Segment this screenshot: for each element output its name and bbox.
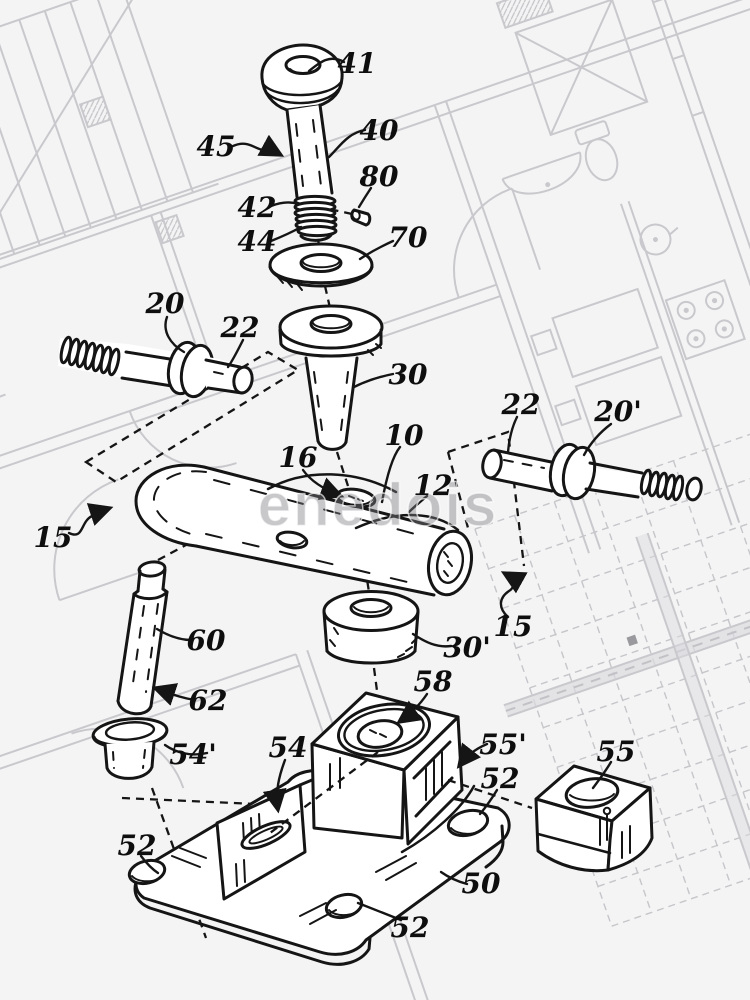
axle-right <box>481 442 703 502</box>
bushing-top <box>278 304 384 451</box>
bushing-cube <box>534 764 654 873</box>
construction-lines-front <box>269 751 533 834</box>
floorplan-bathroom <box>128 0 649 469</box>
leader-lines <box>67 57 613 922</box>
pivot-cup <box>91 717 169 780</box>
floorplan-stairs <box>0 0 219 273</box>
retainer-pin <box>350 208 372 227</box>
floorplan-kitchen <box>529 200 746 526</box>
baseplate <box>127 691 511 966</box>
kingpin-bolt <box>260 43 344 242</box>
floorplan-tiles <box>474 391 750 927</box>
axle-left <box>58 335 254 399</box>
floorplan-corridor <box>503 532 750 897</box>
watermark-text: enedois <box>257 471 499 540</box>
bushing-bottom <box>322 590 420 665</box>
pivot-pin <box>116 560 169 716</box>
washer <box>268 242 374 291</box>
hanger <box>134 463 473 597</box>
